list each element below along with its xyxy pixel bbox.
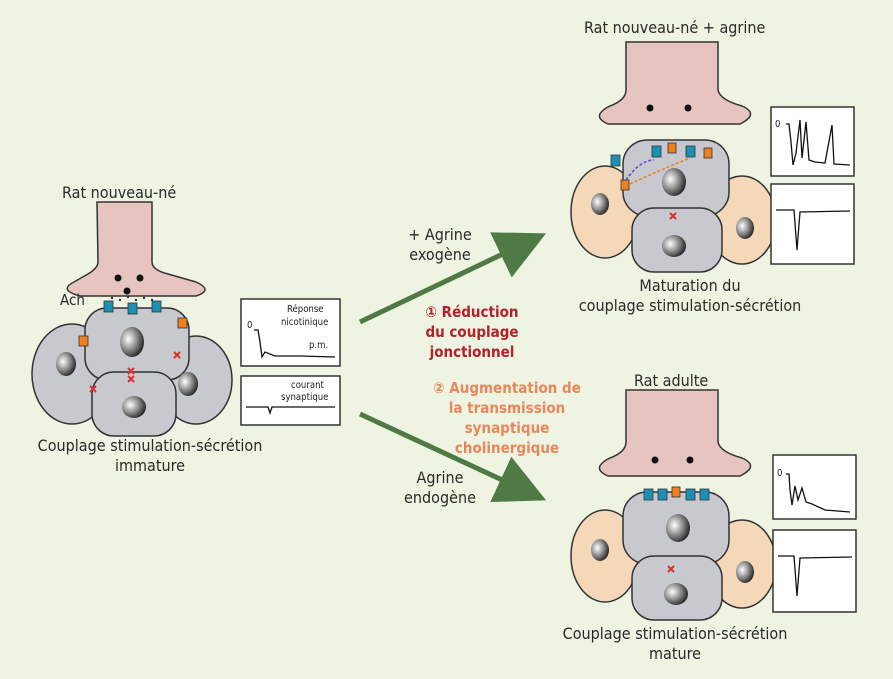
agrin-endogenous-2: endogène — [404, 488, 476, 507]
vesicle-icon — [123, 287, 131, 295]
adult-synapse — [570, 389, 777, 621]
effect-two-line3: synaptique — [464, 419, 550, 437]
effect-one-line2: du couplage — [425, 323, 519, 341]
effect-one-line1: Réduction — [441, 303, 519, 321]
synaptic-trace-box — [240, 375, 341, 426]
effect-two-number-icon: ② — [433, 379, 445, 397]
newborn-agrin-synapse — [570, 41, 777, 273]
agrin-trace-zero: 0 — [775, 119, 781, 130]
nerve-terminal — [598, 389, 752, 477]
adult-trace-bottom — [772, 529, 857, 613]
nicotinic-label-1: Réponse — [287, 304, 324, 315]
newborn-title: Rat nouveau-né — [62, 183, 177, 202]
pm-label: p.m. — [309, 340, 329, 351]
effect-two: ② Augmentation de — [432, 378, 582, 398]
maturation-caption-1: Maturation du — [639, 276, 741, 295]
arrow-exogenous — [358, 232, 547, 325]
effect-one: ① Réduction — [412, 302, 532, 322]
receptor-orange-icon — [177, 317, 188, 329]
mature-caption-1: Couplage stimulation-sécrétion — [562, 624, 788, 643]
agrin-exogenous-1: + Agrine — [408, 225, 472, 244]
effect-two-line4: cholinergique — [454, 439, 560, 457]
agrin-endogenous-1: Agrine — [416, 468, 464, 487]
effect-one-line3: jonctionnel — [429, 343, 515, 361]
nicotinic-label-2: nicotinique — [281, 317, 329, 328]
nerve-terminal — [66, 201, 206, 297]
receptor-blue-icon — [103, 300, 114, 313]
nicotinic-trace-box — [240, 298, 341, 367]
trace-zero-label: 0 — [247, 320, 253, 331]
newborn-synapse — [31, 201, 233, 437]
synaptic-label-1: courant — [291, 380, 324, 391]
effect-one-number-icon: ① — [425, 303, 437, 321]
synaptic-label-2: synaptique — [281, 392, 329, 403]
adult-trace-top — [772, 454, 857, 520]
adult-title: Rat adulte — [634, 371, 709, 390]
mature-caption-2: mature — [648, 644, 702, 663]
immature-caption-1: Couplage stimulation-sécrétion — [37, 436, 263, 455]
immature-caption-2: immature — [114, 456, 186, 475]
adult-trace-zero: 0 — [777, 468, 783, 479]
maturation-caption-2: couplage stimulation-sécrétion — [578, 296, 802, 315]
gap-junction-icon — [127, 367, 135, 383]
agrin-exogenous-2: exogène — [409, 245, 471, 264]
effect-two-line2: la transmission — [448, 399, 566, 417]
ach-label: Ach — [60, 291, 85, 309]
agrin-trace-top — [770, 106, 855, 177]
effect-two-line1: Augmentation de — [449, 379, 581, 397]
newborn-agrin-title: Rat nouveau-né + agrine — [584, 18, 766, 37]
nerve-terminal — [598, 41, 752, 125]
agrin-trace-bottom — [770, 183, 855, 265]
arrow-endogenous — [358, 411, 547, 503]
